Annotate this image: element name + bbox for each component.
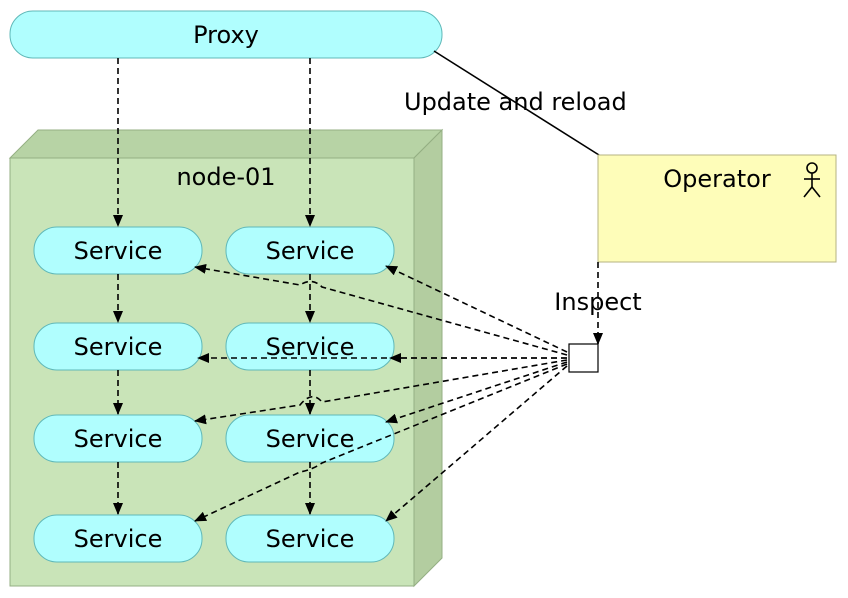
service-node: Service [33,226,203,275]
service-label: Service [74,425,163,453]
inspect-label: Inspect [554,288,641,316]
actor-icon [803,162,821,198]
service-node: Service [225,514,395,563]
operator-node: Operator [597,154,837,263]
service-node: Service [225,226,395,275]
inspector-box [568,343,599,373]
service-label: Service [266,333,355,361]
node-label: node-01 [176,163,275,191]
proxy-routes [113,58,315,515]
inspect-link [194,263,568,356]
service-node: Service [33,514,203,563]
service-label: Service [266,525,355,553]
update-reload-label: Update and reload [404,88,627,116]
service-node: Service [225,322,395,371]
service-label: Service [74,237,163,265]
node-top-face [8,129,444,159]
inspect-link [385,265,568,353]
service-node: Service [225,414,395,463]
inspect-link [385,361,568,424]
inspect-link [194,363,568,522]
proxy-shape [9,10,443,59]
service-node: Service [33,414,203,463]
operator-label: Operator [663,165,771,193]
service-label: Service [266,425,355,453]
inspect-edges [194,263,568,522]
operator-shape [597,154,837,263]
service-group: Service Service Service Service Service … [33,226,395,563]
node-side-face [413,128,443,588]
proxy-node: Proxy [9,10,443,59]
service-node: Service [33,322,203,371]
update-reload-edge [433,50,600,156]
service-label: Service [74,525,163,553]
service-label: Service [266,237,355,265]
inspect-link [194,359,568,425]
proxy-label: Proxy [193,21,259,49]
service-label: Service [74,333,163,361]
